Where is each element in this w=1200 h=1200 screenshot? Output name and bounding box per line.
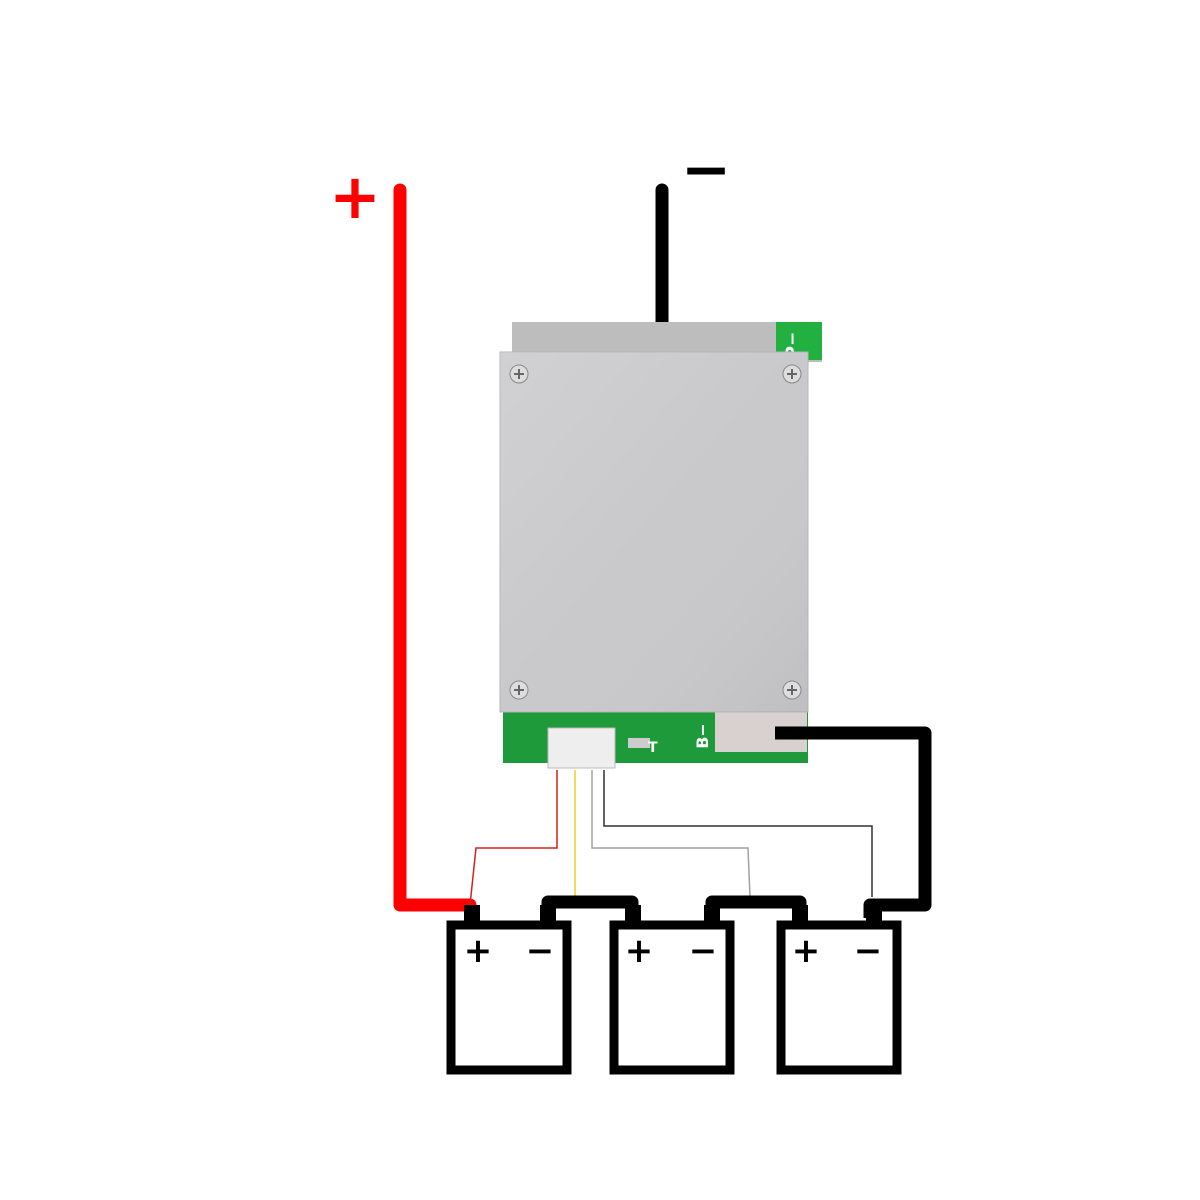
battery-1: + − [446, 905, 572, 1075]
pack-positive-label: + [329, 160, 381, 233]
battery-minus-label: − [854, 931, 883, 971]
screw-icon [782, 364, 802, 384]
balance-wire-black [603, 770, 873, 897]
screw-icon [509, 680, 529, 700]
t-label: T [648, 740, 658, 756]
series-link-2 [705, 895, 807, 918]
balance-wire-red [469, 770, 558, 906]
battery-minus-label: − [526, 931, 555, 971]
bms-board: P− T B− [499, 322, 822, 769]
battery-plus-label: + [464, 931, 493, 971]
pack-negative-label: − [681, 135, 731, 205]
screw-icon [509, 364, 529, 384]
screw-icon [782, 680, 802, 700]
balance-connector [547, 727, 616, 769]
battery-3: + − [776, 905, 902, 1075]
battery-plus-label: + [625, 931, 654, 971]
battery-plus-label: + [792, 931, 821, 971]
positive-wire [393, 183, 477, 912]
series-link-1 [541, 895, 639, 918]
balance-wire-gray [591, 770, 751, 898]
battery-2: + − [609, 905, 735, 1075]
b-minus-label: B− [693, 723, 712, 749]
battery-minus-label: − [689, 931, 718, 971]
